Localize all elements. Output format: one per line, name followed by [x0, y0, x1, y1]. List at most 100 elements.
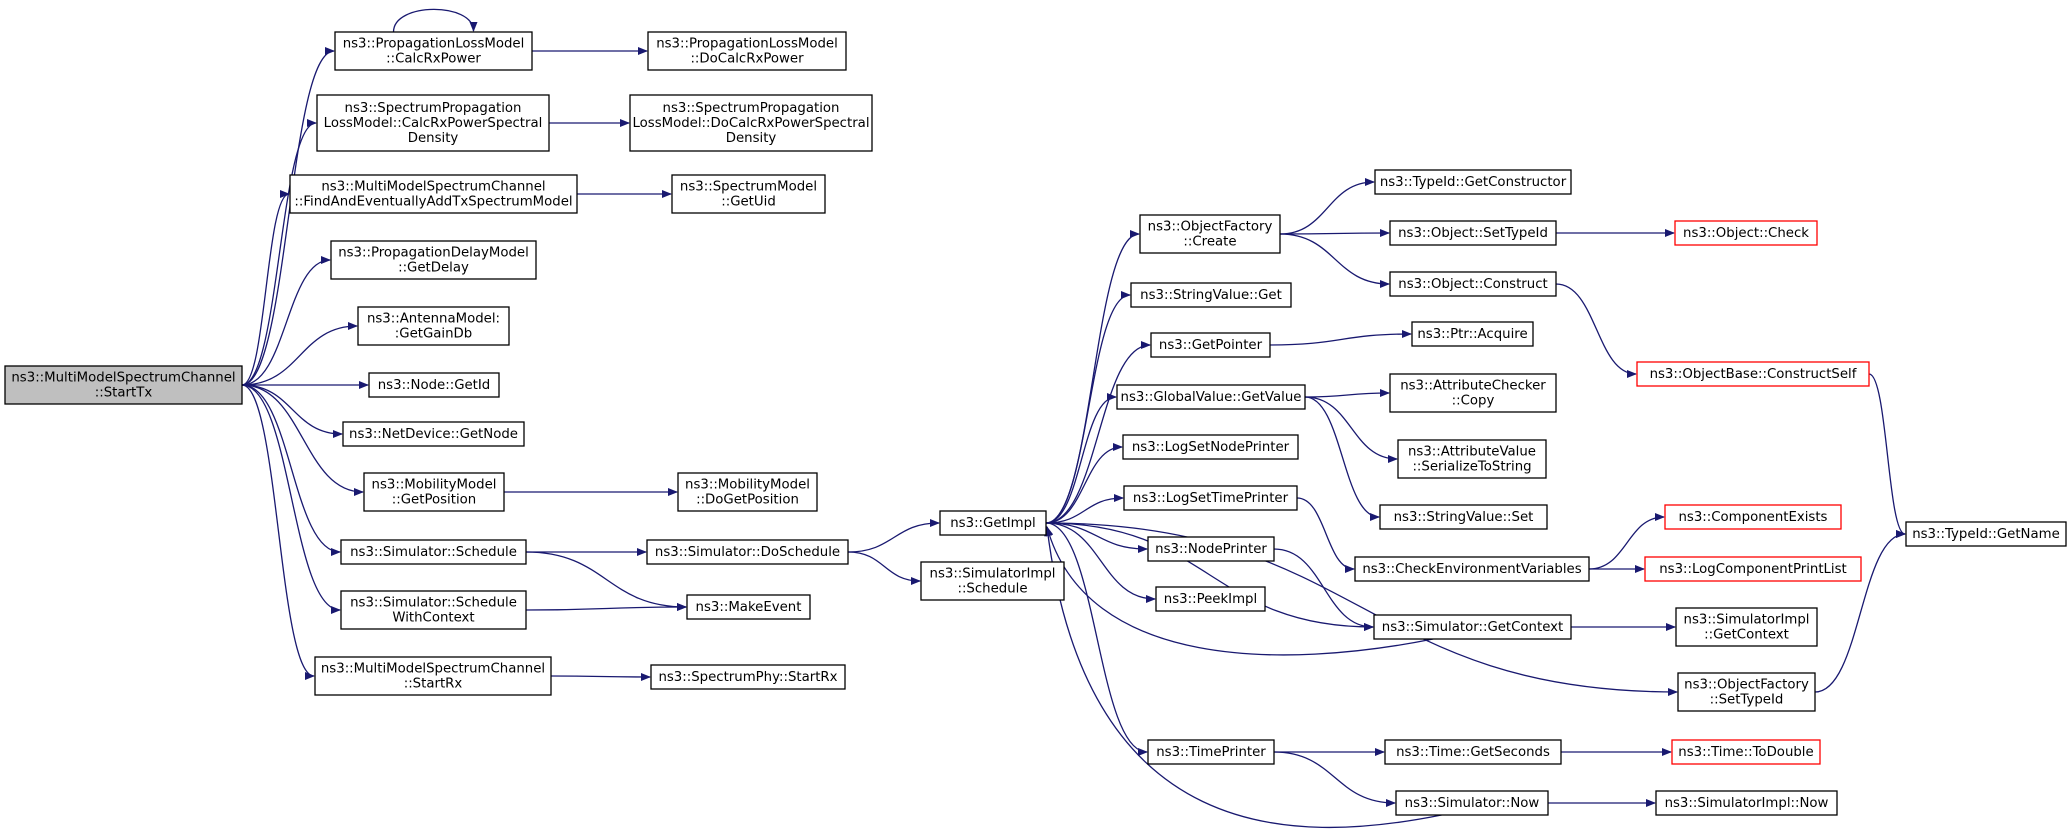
- node-box: [1384, 739, 1562, 765]
- node-box: [1116, 384, 1306, 410]
- node-label: ns3::Time::ToDouble: [1678, 745, 1813, 760]
- node-pdm-delay[interactable]: ns3::PropagationDelayModel::GetDelay: [330, 240, 537, 280]
- node-gv-getvalue[interactable]: ns3::GlobalValue::GetValue: [1116, 384, 1306, 410]
- node-label: ns3::Object::Check: [1683, 226, 1809, 241]
- node-getimpl[interactable]: ns3::GetImpl: [939, 510, 1047, 536]
- node-box: [1389, 373, 1557, 413]
- node-obj-settid[interactable]: ns3::Object::SetTypeId: [1389, 220, 1557, 246]
- node-obj-construct[interactable]: ns3::Object::Construct: [1389, 271, 1557, 297]
- node-nd-node[interactable]: ns3::NetDevice::GetNode: [342, 421, 525, 447]
- node-box: [1905, 521, 2067, 547]
- node-sim-getctx[interactable]: ns3::Simulator::GetContext: [1373, 614, 1572, 640]
- node-checkenv[interactable]: ns3::CheckEnvironmentVariables: [1354, 556, 1590, 582]
- node-ptr-acquire[interactable]: ns3::Ptr::Acquire: [1411, 321, 1534, 347]
- node-label: ns3::TypeId::GetConstructor: [1380, 175, 1567, 190]
- node-splm-calc[interactable]: ns3::SpectrumPropagationLossModel::CalcR…: [316, 94, 550, 152]
- node-time-todouble[interactable]: ns3::Time::ToDouble: [1671, 739, 1821, 765]
- node-tid-getname[interactable]: ns3::TypeId::GetName: [1905, 521, 2067, 547]
- node-plm-calc[interactable]: ns3::PropagationLossModel::CalcRxPower: [334, 31, 533, 71]
- node-sv-set[interactable]: ns3::StringValue::Set: [1379, 504, 1548, 530]
- node-box: [1675, 607, 1818, 647]
- node-sp-startrx[interactable]: ns3::SpectrumPhy::StartRx: [650, 664, 846, 690]
- node-timeprinter[interactable]: ns3::TimePrinter: [1147, 739, 1275, 765]
- node-label: ns3::MakeEvent: [696, 600, 802, 615]
- edge-gv_getvalue-to-ac_copy: [1304, 389, 1390, 398]
- node-peekimpl[interactable]: ns3::PeekImpl: [1155, 586, 1266, 612]
- node-box: [289, 174, 578, 214]
- edge-getimpl-to-timeprinter: [1045, 522, 1148, 756]
- node-label: ::SerializeToString: [1412, 460, 1531, 475]
- node-ac-copy[interactable]: ns3::AttributeChecker::Copy: [1389, 373, 1557, 413]
- node-label: ::StartRx: [404, 677, 463, 692]
- edge-getimpl-to-sv_get: [1045, 291, 1131, 524]
- edge-root-to-plm_calc: [241, 47, 335, 386]
- node-box: [677, 472, 818, 512]
- node-nodeprinter[interactable]: ns3::NodePrinter: [1147, 536, 1275, 562]
- node-box: [1374, 169, 1572, 195]
- node-box: [1354, 556, 1590, 582]
- node-tid-ctor[interactable]: ns3::TypeId::GetConstructor: [1374, 169, 1572, 195]
- node-box: [340, 539, 527, 565]
- node-sv-get[interactable]: ns3::StringValue::Get: [1130, 282, 1292, 308]
- node-box: [686, 594, 811, 620]
- node-ob-constructself[interactable]: ns3::ObjectBase::ConstructSelf: [1636, 361, 1870, 387]
- node-box: [1389, 220, 1557, 246]
- node-label: ns3::PeekImpl: [1164, 592, 1257, 607]
- node-box: [1147, 536, 1275, 562]
- node-box: [1373, 614, 1572, 640]
- node-mmsc-find[interactable]: ns3::MultiModelSpectrumChannel::FindAndE…: [289, 174, 578, 214]
- node-label: ns3::AntennaModel:: [367, 312, 500, 327]
- node-label: Density: [726, 131, 777, 146]
- edge-of_create-to-obj_construct: [1279, 233, 1390, 288]
- node-av-ser[interactable]: ns3::AttributeValue::SerializeToString: [1397, 439, 1547, 479]
- node-getpointer[interactable]: ns3::GetPointer: [1150, 332, 1271, 358]
- edge-sim_dosched-to-getimpl: [847, 519, 940, 553]
- node-simimpl-now[interactable]: ns3::SimulatorImpl::Now: [1655, 790, 1838, 816]
- node-label: ns3::Simulator::Schedule: [350, 596, 517, 611]
- node-logsetnode[interactable]: ns3::LogSetNodePrinter: [1122, 434, 1299, 460]
- node-node-id[interactable]: ns3::Node::GetId: [368, 372, 500, 398]
- node-label: ns3::Object::SetTypeId: [1398, 226, 1548, 241]
- node-of-create[interactable]: ns3::ObjectFactory::Create: [1139, 214, 1281, 254]
- edge-getimpl-to-nodeprinter: [1045, 522, 1148, 553]
- node-compexists[interactable]: ns3::ComponentExists: [1664, 504, 1842, 530]
- node-box: [1389, 271, 1557, 297]
- node-logsettime[interactable]: ns3::LogSetTimePrinter: [1123, 485, 1298, 511]
- node-label: ns3::ComponentExists: [1678, 510, 1827, 525]
- node-label: ns3::SimulatorImpl: [1684, 613, 1810, 628]
- node-am-gain[interactable]: ns3::AntennaModel::GetGainDb: [357, 306, 510, 346]
- node-label: ::DoGetPosition: [696, 493, 799, 508]
- edge-getimpl-to-logsettime: [1045, 494, 1124, 524]
- edge-plm_calc-to-plm_calc: [392, 8, 478, 33]
- node-splm-do[interactable]: ns3::SpectrumPropagationLossModel::DoCal…: [629, 94, 873, 152]
- node-of-settid[interactable]: ns3::ObjectFactory::SetTypeId: [1677, 672, 1816, 712]
- node-time-getsec[interactable]: ns3::Time::GetSeconds: [1384, 739, 1562, 765]
- node-plm-do[interactable]: ns3::PropagationLossModel::DoCalcRxPower: [647, 31, 847, 71]
- node-simimpl-sched[interactable]: ns3::SimulatorImpl::Schedule: [920, 561, 1065, 601]
- edge-getpointer-to-ptr_acquire: [1269, 330, 1412, 346]
- node-label: :GetGainDb: [395, 327, 472, 342]
- node-sm-uid[interactable]: ns3::SpectrumModel::GetUid: [671, 174, 826, 214]
- node-box: [1636, 361, 1870, 387]
- node-label: ns3::MultiModelSpectrumChannel: [11, 371, 235, 386]
- node-make-event[interactable]: ns3::MakeEvent: [686, 594, 811, 620]
- node-box: [334, 31, 533, 71]
- node-mmsc-startrx[interactable]: ns3::MultiModelSpectrumChannel::StartRx: [314, 656, 552, 696]
- node-sim-now[interactable]: ns3::Simulator::Now: [1395, 790, 1549, 816]
- node-mm-dopos[interactable]: ns3::MobilityModel::DoGetPosition: [677, 472, 818, 512]
- node-box: [671, 174, 826, 214]
- node-obj-check[interactable]: ns3::Object::Check: [1674, 220, 1818, 246]
- node-logcompprint[interactable]: ns3::LogComponentPrintList: [1644, 556, 1862, 582]
- node-root[interactable]: ns3::MultiModelSpectrumChannel::StartTx: [4, 365, 243, 405]
- node-simimpl-getctx[interactable]: ns3::SimulatorImpl::GetContext: [1675, 607, 1818, 647]
- node-box: [363, 472, 505, 512]
- node-label: ns3::Simulator::DoSchedule: [655, 545, 840, 560]
- node-sim-sched[interactable]: ns3::Simulator::Schedule: [340, 539, 527, 565]
- node-box: [340, 590, 527, 630]
- node-label: ::FindAndEventuallyAddTxSpectrumModel: [294, 195, 572, 210]
- node-box: [1411, 321, 1534, 347]
- node-sim-dosched[interactable]: ns3::Simulator::DoSchedule: [646, 539, 849, 565]
- node-box: [1147, 739, 1275, 765]
- node-mm-pos[interactable]: ns3::MobilityModel::GetPosition: [363, 472, 505, 512]
